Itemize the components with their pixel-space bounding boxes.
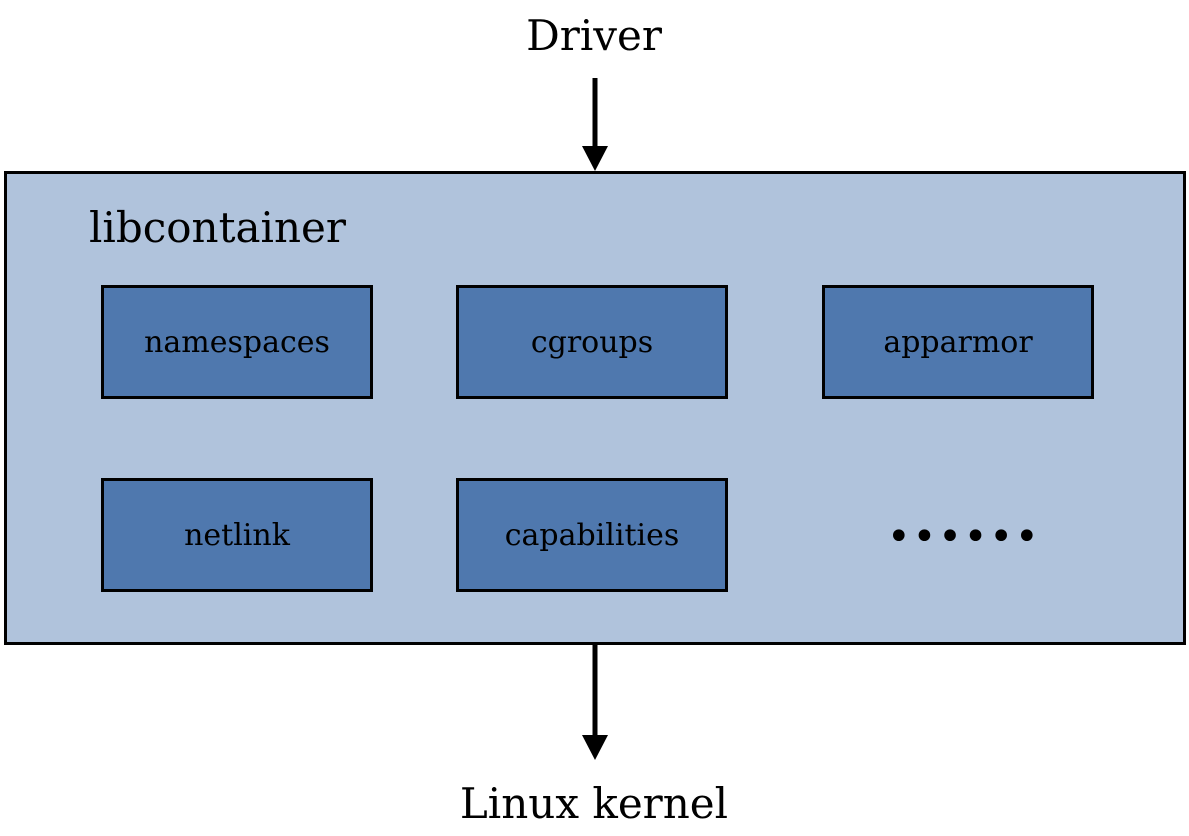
module-capabilities-label: capabilities: [504, 517, 680, 553]
module-apparmor: apparmor: [822, 285, 1094, 399]
module-netlink: netlink: [101, 478, 373, 592]
module-cgroups-label: cgroups: [530, 324, 654, 360]
linux-kernel-label: Linux kernel: [459, 779, 729, 828]
more-modules-ellipsis: ••••••: [887, 514, 1041, 560]
module-namespaces: namespaces: [101, 285, 373, 399]
module-namespaces-label: namespaces: [144, 324, 330, 360]
arrow-libcontainer-to-kernel: [582, 645, 608, 760]
module-cgroups: cgroups: [456, 285, 728, 399]
driver-label: Driver: [526, 11, 662, 60]
libcontainer-title: libcontainer: [89, 203, 346, 252]
module-capabilities: capabilities: [456, 478, 728, 592]
libcontainer-box: libcontainer namespaces cgroups apparmor…: [4, 171, 1186, 645]
module-apparmor-label: apparmor: [883, 324, 1033, 360]
module-netlink-label: netlink: [184, 517, 290, 553]
arrow-driver-to-libcontainer: [582, 78, 608, 171]
